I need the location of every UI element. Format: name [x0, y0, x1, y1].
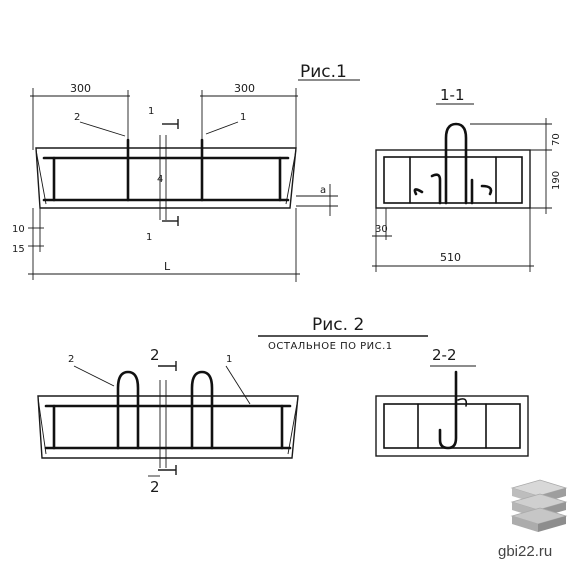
beam-bevel-right — [285, 149, 297, 205]
dim-15-label: 15 — [12, 244, 25, 255]
callout-bar-2-leader — [79, 121, 126, 137]
dim-label-300-left: 300 — [70, 82, 91, 95]
figure2-title: Рис. 2 — [312, 315, 364, 335]
section-2-2-title: 2-2 — [432, 346, 457, 364]
fig2-lifting-loop-left — [116, 370, 140, 450]
fig2-callout-bar-1-label: 1 — [226, 354, 232, 365]
figure1-elevation: Рис.1 300 300 2 1 1 4 — [12, 62, 360, 282]
section-1-1-curl-right — [480, 184, 493, 196]
section-2-2-stirrup — [383, 403, 521, 449]
figure2-elevation: Рис. 2 ОСТАЛЬНОЕ ПО РИС.1 2 1 2 2 — [37, 315, 428, 496]
dim-10-label: 10 — [12, 224, 25, 235]
break-symbol: 4 — [157, 174, 163, 185]
layered-slab-logo-icon — [510, 479, 568, 532]
section-2-2-lifting-hook — [438, 370, 458, 450]
section-1-1-lifting-loop — [444, 122, 468, 205]
callout-bar-2-label: 2 — [74, 112, 80, 123]
dim-30-label: 30 — [375, 224, 388, 235]
fig2-callout-bar-2-label: 2 — [68, 354, 74, 365]
dim-a-label: a — [320, 185, 326, 196]
section-mark-2-top: 2 — [150, 346, 160, 364]
section-mark-1-bottom: 1 — [146, 232, 152, 243]
dim-510-label: 510 — [440, 251, 461, 264]
section-2-2-outline — [375, 395, 529, 457]
section-2-2-curl — [457, 398, 468, 407]
fig2-beam-bevel-left — [37, 397, 47, 455]
section-1-1: 1-1 70 190 30 510 — [372, 86, 562, 272]
watermark-site: gbi22.ru — [498, 543, 552, 560]
section-mark-1-top: 1 — [148, 106, 154, 117]
figure1-title: Рис.1 — [300, 62, 347, 82]
beam-bevel-left — [35, 149, 47, 205]
fig2-callout-bar-2-leader — [73, 365, 115, 387]
watermark: gbi22.ru — [498, 479, 568, 560]
dim-label-300-right: 300 — [234, 82, 255, 95]
section-1-1-hook-left — [430, 173, 442, 205]
section-1-1-outline — [375, 149, 531, 209]
dim-70-label: 70 — [551, 133, 562, 146]
section-1-1-title: 1-1 — [440, 86, 465, 104]
section-2-2: 2-2 — [375, 346, 529, 457]
fig2-beam-bevel-right — [287, 397, 299, 455]
dim-L-label: L — [164, 260, 171, 273]
beam-outline — [35, 147, 297, 209]
figure2-note: ОСТАЛЬНОЕ ПО РИС.1 — [268, 341, 393, 352]
callout-bar-1-leader — [205, 121, 239, 135]
fig2-lifting-loop-right — [190, 370, 214, 450]
callout-bar-1-label: 1 — [240, 112, 246, 123]
section-1-1-stirrup — [383, 156, 523, 204]
section-mark-2-bottom: 2 — [150, 478, 160, 496]
fig2-callout-bar-1-leader — [225, 365, 251, 405]
dim-190-label: 190 — [551, 171, 562, 190]
section-1-1-curl-left — [413, 188, 424, 196]
